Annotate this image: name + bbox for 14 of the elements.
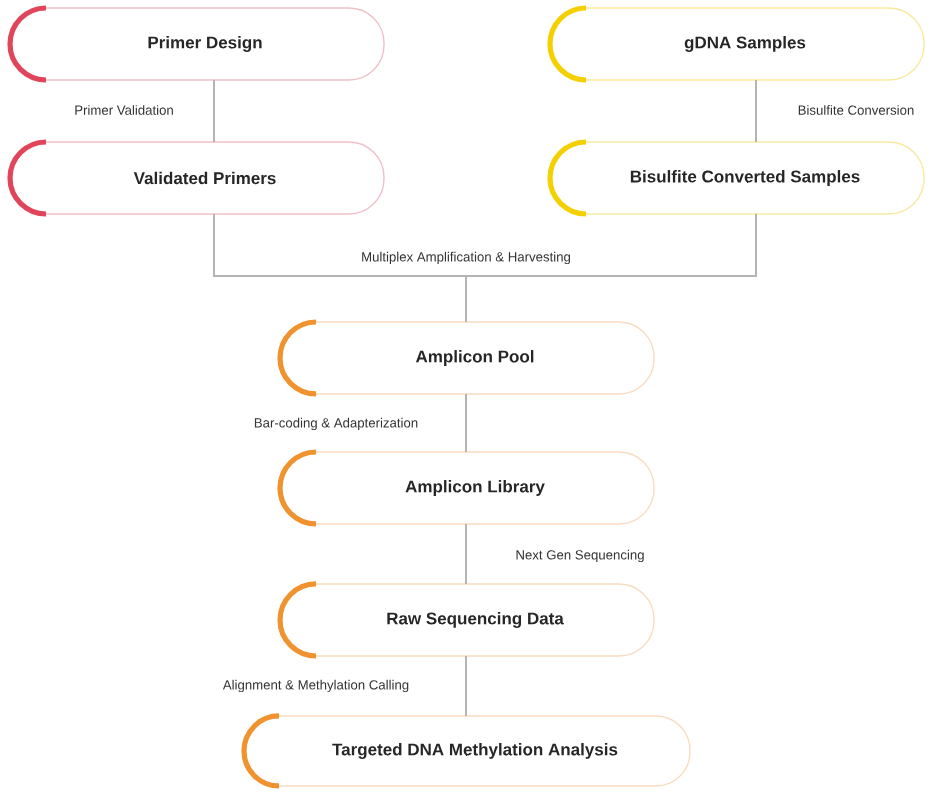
connector-line [213,79,215,143]
process-box: Primer Design [7,5,385,83]
process-box: Amplicon Library [277,449,655,527]
process-box: Validated Primers [7,139,385,217]
process-box: Raw Sequencing Data [277,581,655,659]
connector-line [465,655,467,717]
process-box: Bisulfite Converted Samples [547,139,925,217]
process-box: Targeted DNA Methylation Analysis [241,713,691,789]
process-box: Amplicon Pool [277,319,655,397]
connector-line [755,79,757,143]
connector-line [465,522,467,585]
process-box: gDNA Samples [547,5,925,83]
connector-line [465,392,467,453]
connector-line [465,213,757,323]
